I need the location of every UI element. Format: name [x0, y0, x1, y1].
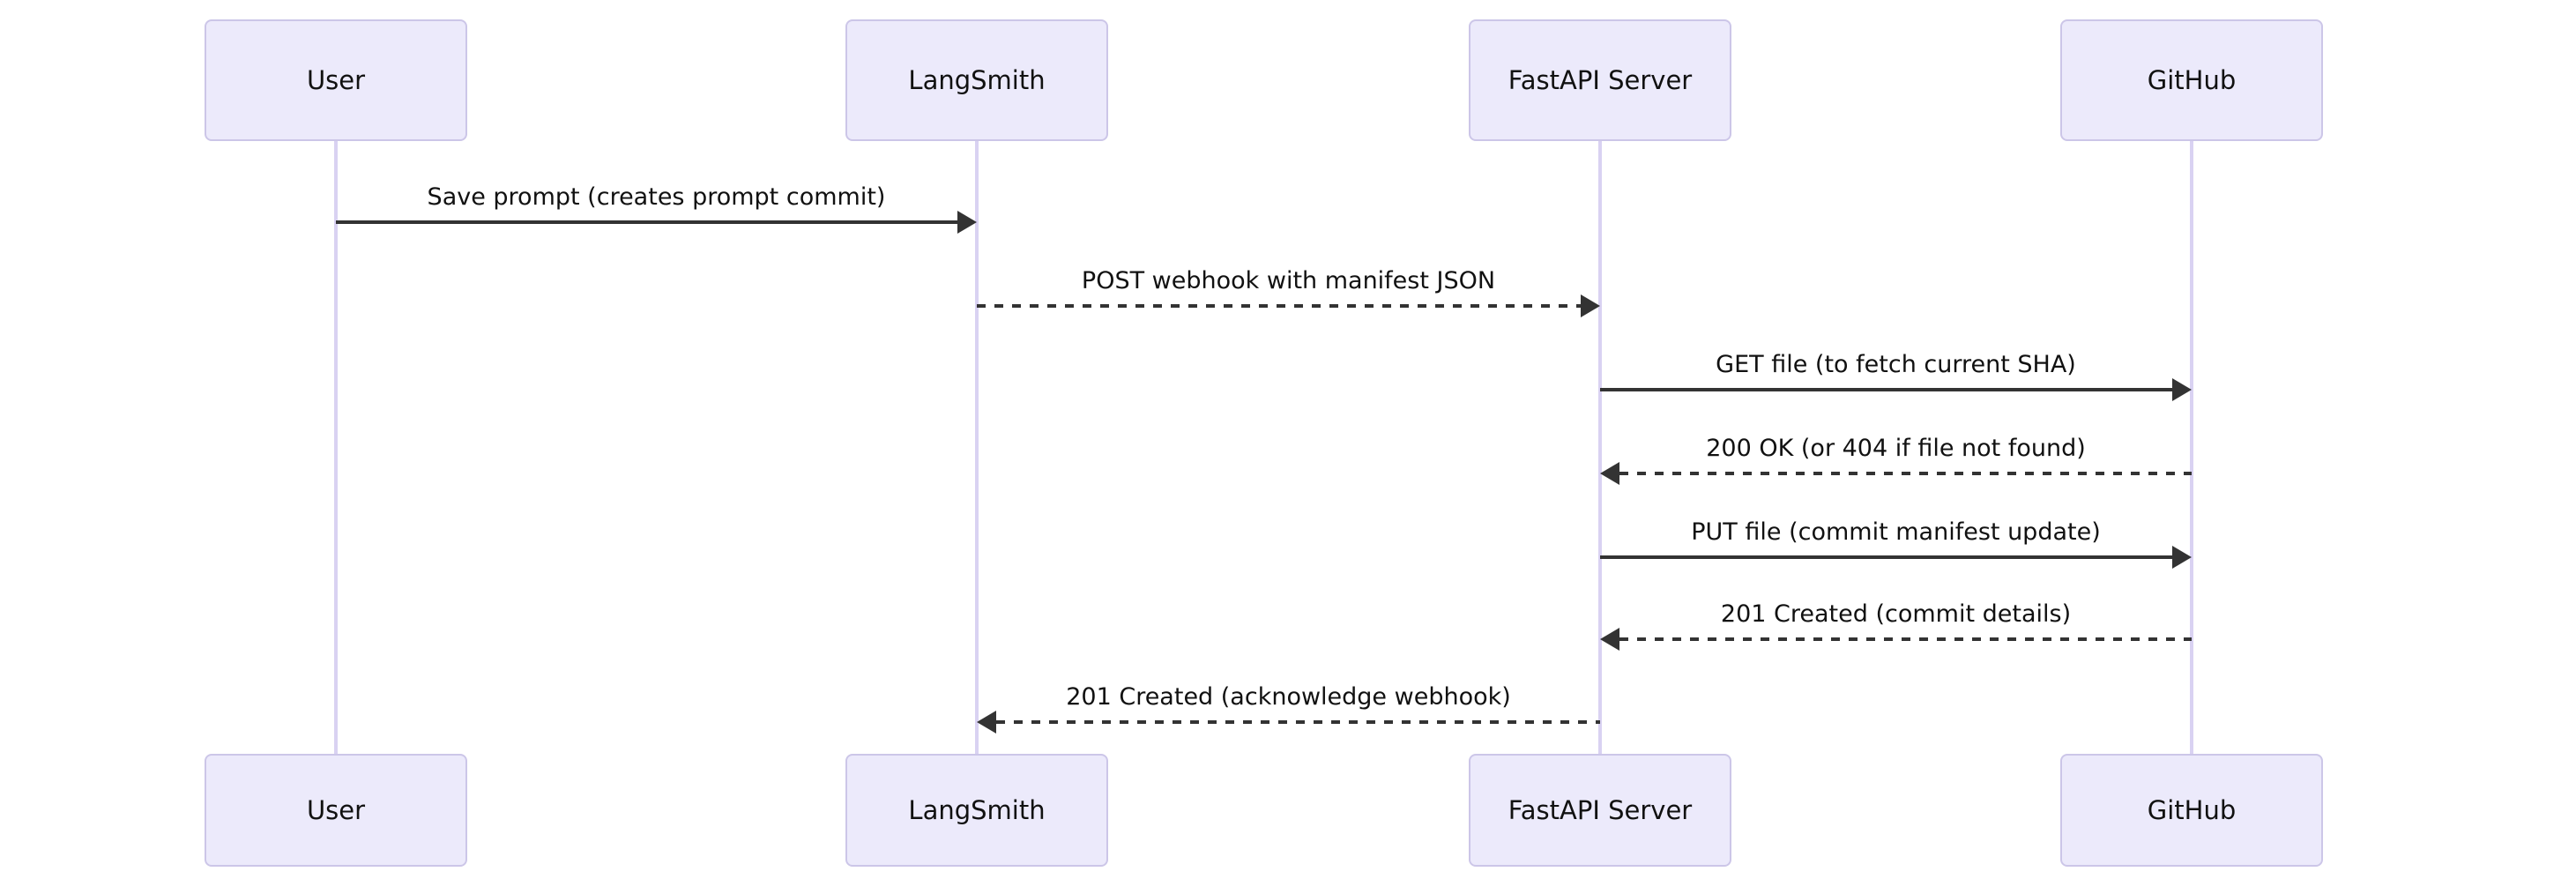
message-line-2 [977, 304, 1581, 308]
message-arrowhead-3 [2172, 378, 2192, 401]
actor-box-top-user[interactable]: User [205, 19, 467, 141]
message-line-7 [996, 720, 1600, 724]
message-line-5 [1600, 555, 2172, 559]
message-label-1: Save prompt (creates prompt commit) [427, 183, 886, 211]
message-arrowhead-6 [1600, 628, 1619, 651]
actor-label-github: GitHub [2147, 64, 2237, 95]
message-label-2: POST webhook with manifest JSON [1081, 267, 1496, 294]
lifeline-fastapi [1598, 141, 1602, 754]
lifeline-github [2190, 141, 2193, 754]
message-line-3 [1600, 388, 2172, 391]
actor-label-langsmith: LangSmith [908, 64, 1046, 95]
message-label-7: 201 Created (acknowledge webhook) [1066, 683, 1511, 711]
lifeline-user [334, 141, 338, 754]
actor-box-bottom-fastapi[interactable]: FastAPI Server [1469, 754, 1731, 867]
actor-label-user: User [306, 64, 366, 95]
actor-box-bottom-user[interactable]: User [205, 754, 467, 867]
message-line-6 [1619, 637, 2192, 641]
actor-label-langsmith: LangSmith [908, 794, 1046, 825]
message-line-1 [336, 220, 957, 224]
message-line-4 [1619, 472, 2192, 475]
actor-box-top-langsmith[interactable]: LangSmith [845, 19, 1108, 141]
lifeline-langsmith [975, 141, 979, 754]
message-label-6: 201 Created (commit details) [1720, 600, 2072, 628]
message-label-3: GET file (to fetch current SHA) [1716, 351, 2076, 378]
message-arrowhead-7 [977, 711, 996, 734]
message-arrowhead-2 [1581, 294, 1600, 317]
message-arrowhead-5 [2172, 546, 2192, 569]
actor-box-top-github[interactable]: GitHub [2060, 19, 2323, 141]
actor-label-github: GitHub [2147, 794, 2237, 825]
actor-box-top-fastapi[interactable]: FastAPI Server [1469, 19, 1731, 141]
message-label-4: 200 OK (or 404 if file not found) [1706, 435, 2086, 462]
actor-label-user: User [306, 794, 366, 825]
message-label-5: PUT file (commit manifest update) [1691, 518, 2101, 546]
actor-box-bottom-github[interactable]: GitHub [2060, 754, 2323, 867]
actor-box-bottom-langsmith[interactable]: LangSmith [845, 754, 1108, 867]
message-arrowhead-4 [1600, 462, 1619, 485]
actor-label-fastapi: FastAPI Server [1508, 794, 1693, 825]
actor-label-fastapi: FastAPI Server [1508, 64, 1693, 95]
message-arrowhead-1 [957, 211, 977, 234]
